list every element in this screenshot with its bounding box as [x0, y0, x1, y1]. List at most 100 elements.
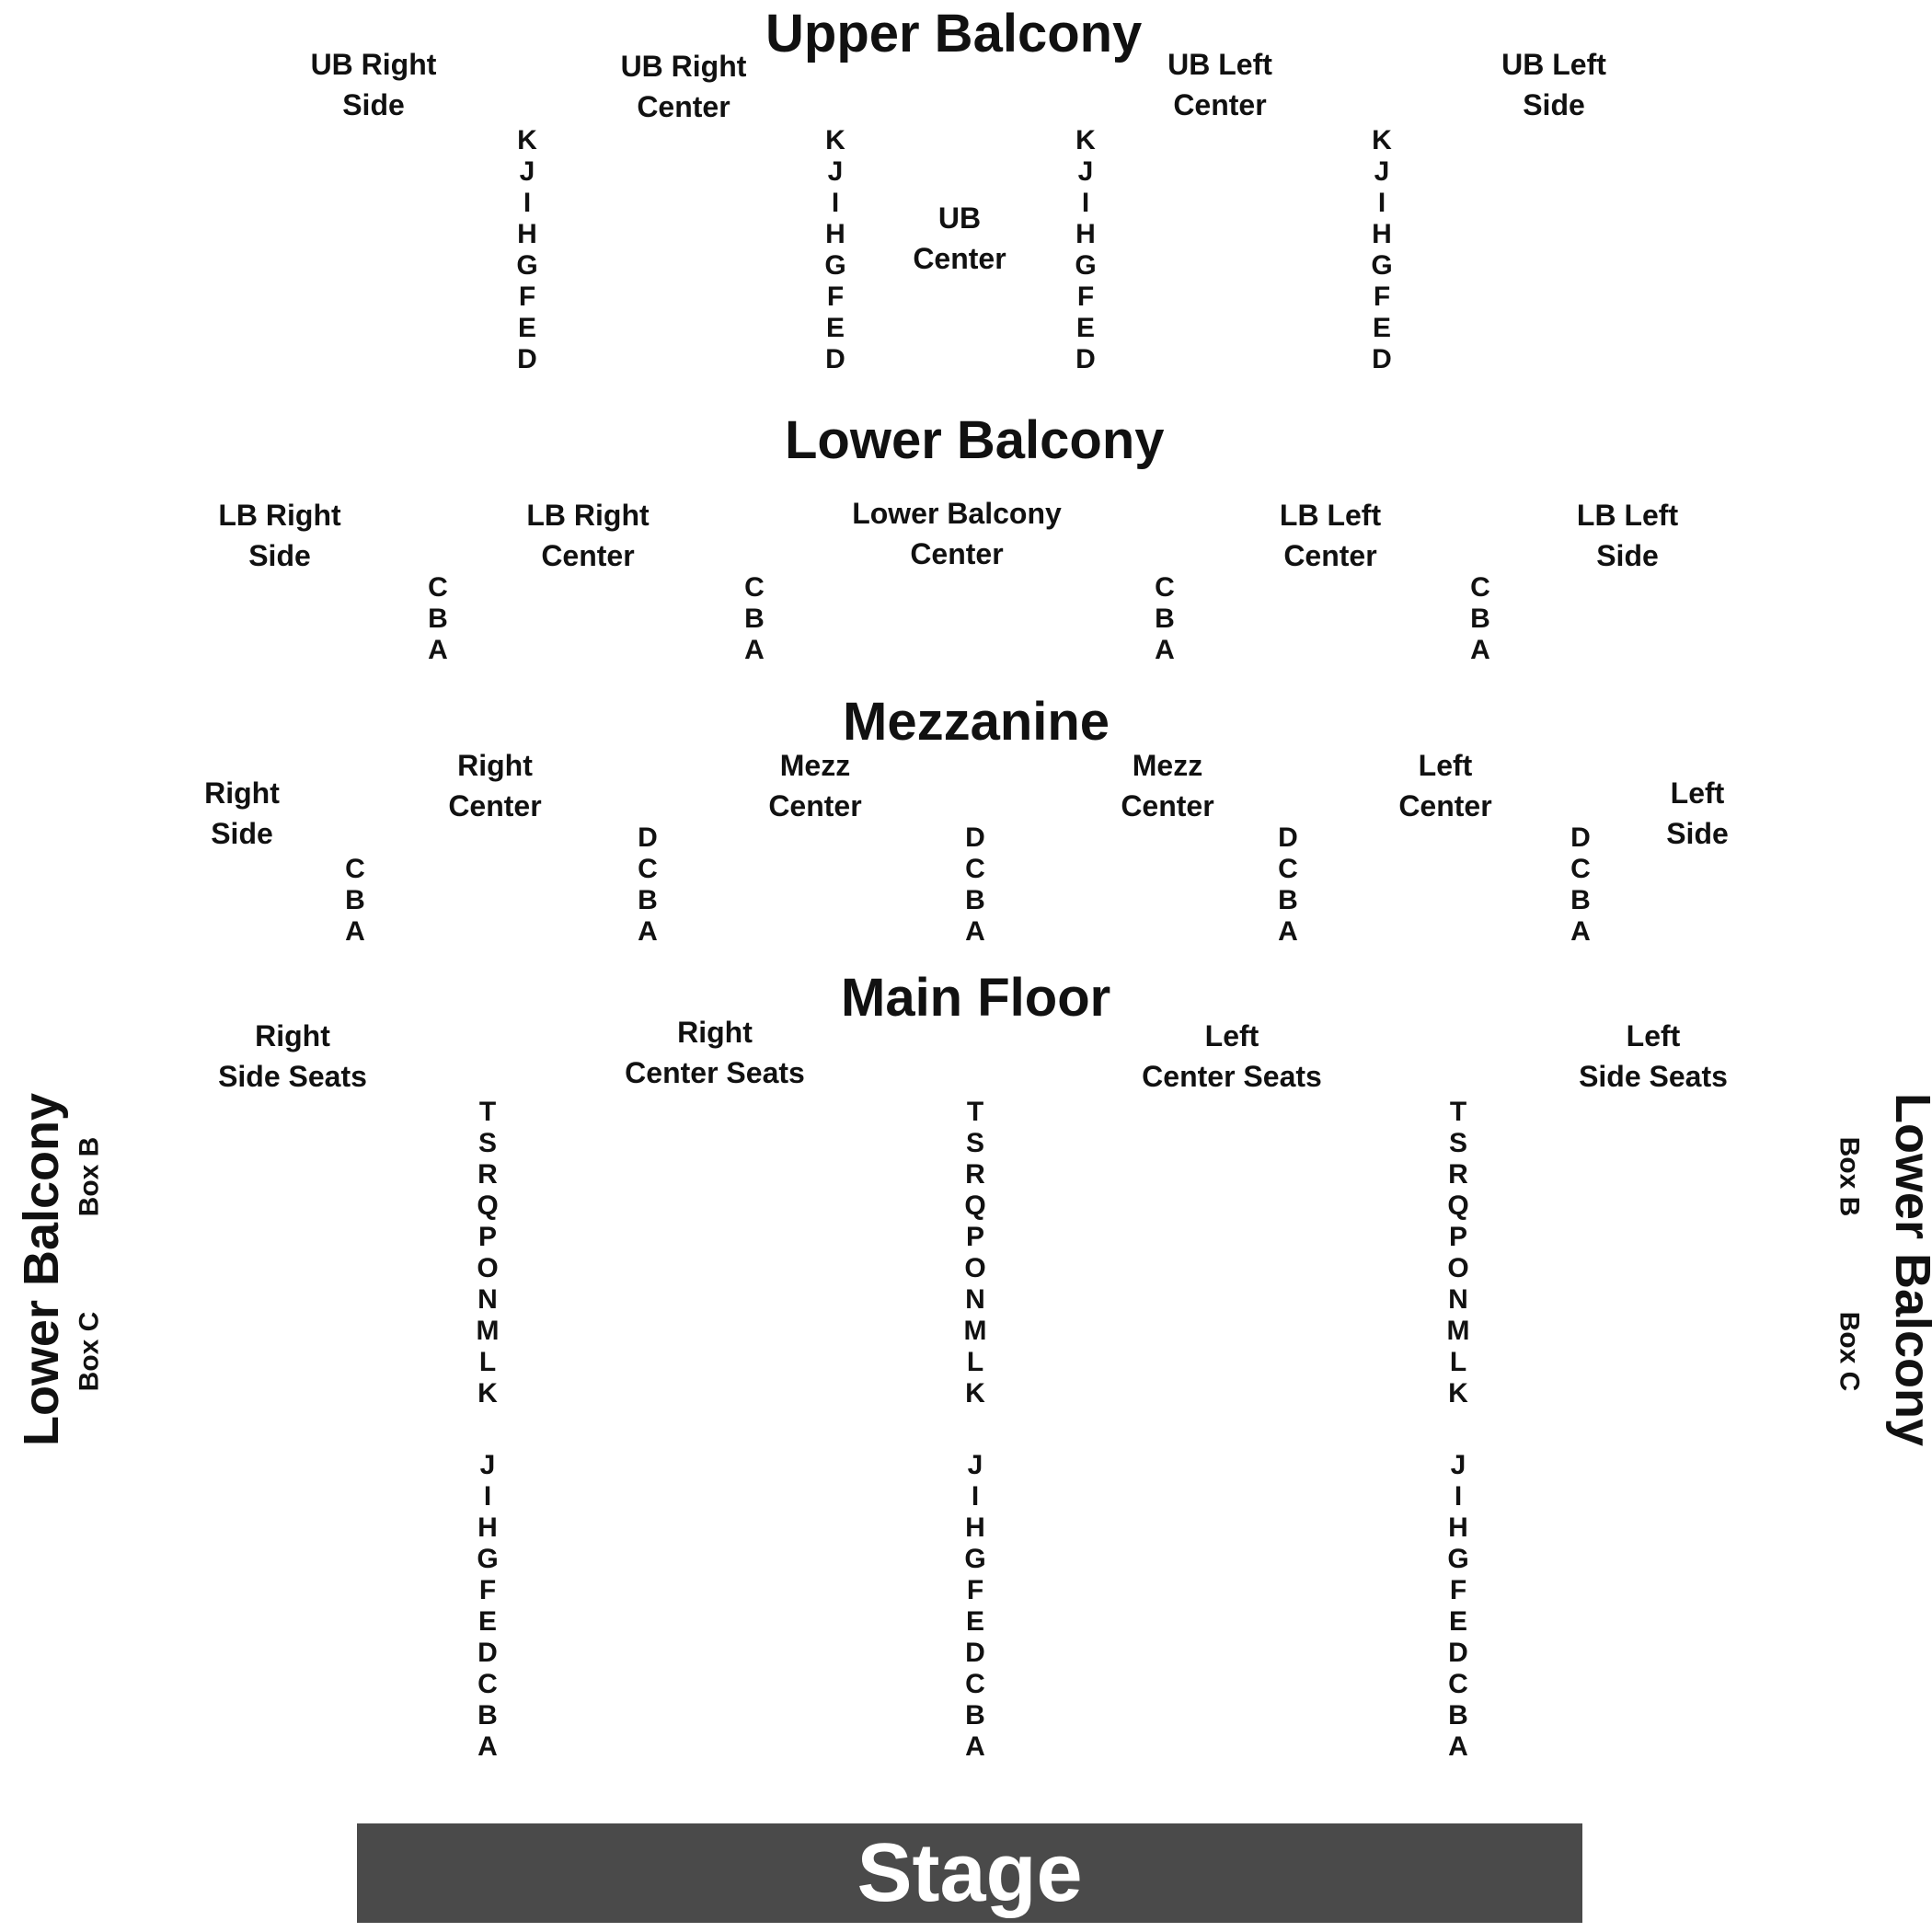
ub-center-label[interactable]: UB Center: [913, 201, 1006, 275]
left-side-seats-label[interactable]: Left Side Seats: [1579, 1019, 1728, 1093]
stage[interactable]: Stage: [357, 1823, 1582, 1923]
row-letter: D: [1372, 344, 1392, 374]
right-center-seats-label[interactable]: Right Center Seats: [625, 1016, 805, 1089]
lb-left-side-label[interactable]: LB Left Side: [1576, 499, 1679, 572]
mezz-left-center-label[interactable]: Left Center: [1398, 749, 1492, 822]
stage-label: Stage: [857, 1826, 1083, 1919]
row-letter: I: [1081, 188, 1090, 218]
row-letter: H: [1448, 1512, 1468, 1543]
row-letter: L: [478, 1347, 497, 1377]
row-letter: A: [428, 635, 448, 665]
row-letter: S: [965, 1128, 984, 1158]
right-box-c-label[interactable]: Box C: [1834, 1311, 1865, 1392]
row-letter: H: [477, 1512, 498, 1543]
row-letter: K: [1075, 125, 1096, 155]
row-letter: E: [965, 1606, 984, 1637]
row-letter: M: [963, 1316, 987, 1346]
mezz-right-center-label[interactable]: Right Center: [448, 749, 542, 822]
row-letter: A: [477, 1731, 498, 1762]
ub-left-side-label[interactable]: UB Left Side: [1501, 48, 1606, 121]
row-letter: G: [964, 1544, 986, 1574]
row-letter: I: [1454, 1481, 1463, 1512]
lb-right-center-label[interactable]: LB Right Center: [526, 499, 650, 572]
row-letter: C: [1278, 854, 1298, 884]
left-lower-balcony-title: Lower Balcony: [14, 1092, 70, 1447]
lb-center-label[interactable]: Lower Balcony Center: [852, 497, 1062, 570]
row-letter: P: [477, 1222, 497, 1252]
ub-right-center-label[interactable]: UB Right Center: [620, 50, 747, 123]
row-letter: A: [965, 916, 985, 947]
row-letter: J: [1450, 1450, 1466, 1480]
row-letter: O: [1447, 1253, 1469, 1283]
row-letter: A: [1470, 635, 1490, 665]
row-letter: A: [1448, 1731, 1468, 1762]
mezz-center-left-label[interactable]: Mezz Center: [1121, 749, 1214, 822]
ub-right-side-label[interactable]: UB Right Side: [310, 48, 437, 121]
row-letter: I: [523, 188, 532, 218]
lb-left-center-label[interactable]: LB Left Center: [1279, 499, 1382, 572]
row-letter: Q: [477, 1190, 499, 1221]
row-letter: E: [477, 1606, 497, 1637]
mezz-center-right-label[interactable]: Mezz Center: [768, 749, 862, 822]
left-box-c-label[interactable]: Box C: [74, 1311, 105, 1392]
right-side-seats-label[interactable]: Right Side Seats: [218, 1019, 367, 1093]
row-letter: T: [478, 1097, 497, 1127]
row-letter: A: [345, 916, 365, 947]
mezz-left-side-label[interactable]: Left Side: [1666, 776, 1729, 850]
row-letter: A: [638, 916, 658, 947]
row-letter: C: [1470, 572, 1490, 603]
left-center-seats-label[interactable]: Left Center Seats: [1142, 1019, 1322, 1093]
row-letter: G: [1447, 1544, 1469, 1574]
row-letter: F: [1373, 282, 1391, 312]
ub-left-center-label[interactable]: UB Left Center: [1167, 48, 1272, 121]
row-letter: D: [1278, 822, 1298, 853]
row-letter: B: [428, 604, 448, 634]
mezz-right-side-label[interactable]: Right Side: [204, 776, 280, 850]
row-letter: F: [1449, 1575, 1467, 1605]
row-letter: G: [1075, 250, 1097, 281]
row-letter: P: [1448, 1222, 1467, 1252]
row-letter: K: [965, 1378, 985, 1409]
left-box-b-label[interactable]: Box B: [74, 1136, 105, 1217]
right-box-b-label[interactable]: Box B: [1834, 1136, 1865, 1217]
row-letter: C: [345, 854, 365, 884]
row-letter: D: [1075, 344, 1096, 374]
row-letter: C: [1155, 572, 1175, 603]
row-letter: C: [477, 1669, 498, 1699]
row-letter: F: [826, 282, 845, 312]
row-letter: B: [965, 885, 985, 915]
row-letter: G: [516, 250, 538, 281]
mezzanine-title: Mezzanine: [843, 692, 1110, 752]
row-letter: B: [1155, 604, 1175, 634]
row-letter: B: [965, 1700, 985, 1731]
row-letter: B: [1448, 1700, 1468, 1731]
row-letter: A: [1155, 635, 1175, 665]
row-letter: E: [825, 313, 845, 343]
row-letter: G: [1371, 250, 1393, 281]
row-letter: C: [965, 1669, 985, 1699]
upper-balcony-title: Upper Balcony: [765, 4, 1143, 63]
row-letter: R: [477, 1159, 498, 1190]
row-letter: D: [965, 822, 985, 853]
row-letter: T: [966, 1097, 984, 1127]
row-letter: S: [1448, 1128, 1467, 1158]
lb-right-side-label[interactable]: LB Right Side: [218, 499, 341, 572]
row-letter: R: [965, 1159, 985, 1190]
row-letter: S: [477, 1128, 497, 1158]
row-letter: Q: [1447, 1190, 1469, 1221]
row-letter: D: [638, 822, 658, 853]
row-letter: K: [825, 125, 845, 155]
row-letter: O: [964, 1253, 986, 1283]
row-letter: C: [638, 854, 658, 884]
row-letter: M: [476, 1316, 500, 1346]
row-letter: D: [1570, 822, 1591, 853]
